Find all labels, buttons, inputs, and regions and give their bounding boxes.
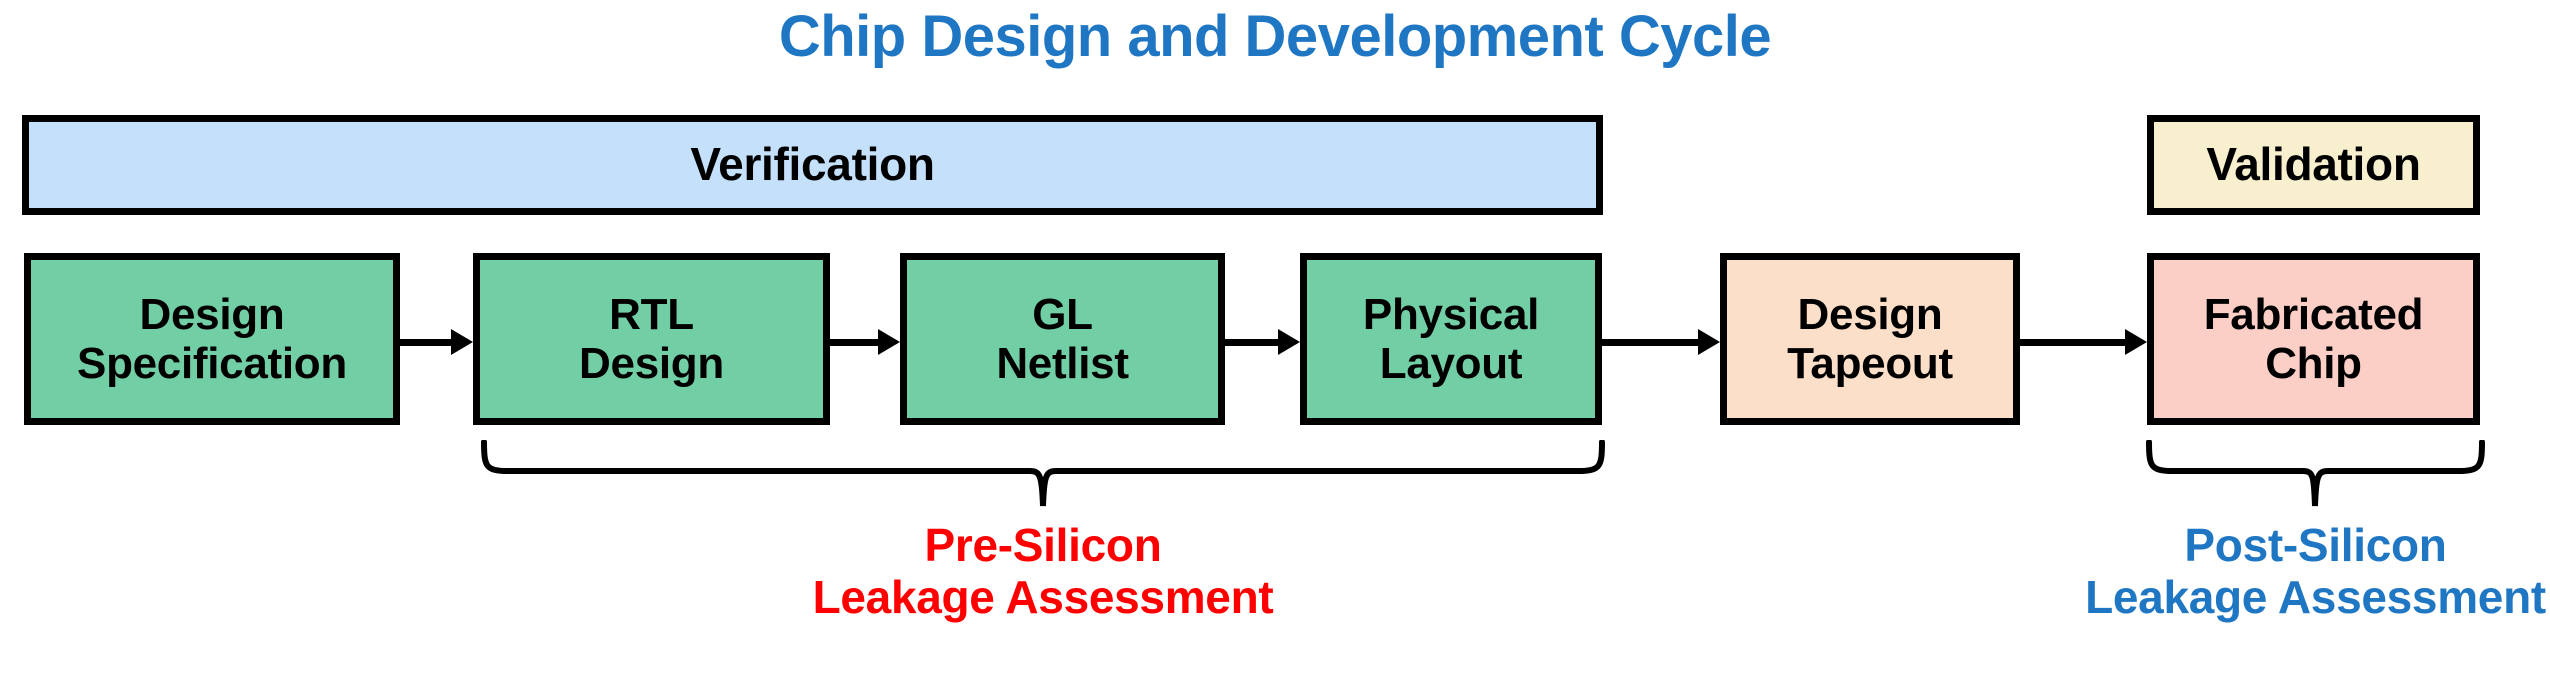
band-verification: Verification [22, 115, 1603, 215]
stage-gl-netlist: GL Netlist [900, 253, 1225, 425]
caption-pre-silicon: Pre-Silicon Leakage Assessment [812, 519, 1274, 623]
caption-post-silicon: Post-Silicon Leakage Assessment [2085, 519, 2546, 623]
stage-design-tapeout: Design Tapeout [1720, 253, 2020, 425]
stage-rtl-design: RTL Design [473, 253, 830, 425]
brace-pre-silicon [481, 440, 1605, 507]
page-title: Chip Design and Development Cycle [778, 4, 1772, 69]
stage-design-specification: Design Specification [24, 253, 400, 425]
band-validation: Validation [2147, 115, 2480, 215]
stage-fabricated-chip: Fabricated Chip [2147, 253, 2480, 425]
brace-post-silicon [2146, 440, 2485, 507]
stage-physical-layout: Physical Layout [1300, 253, 1602, 425]
